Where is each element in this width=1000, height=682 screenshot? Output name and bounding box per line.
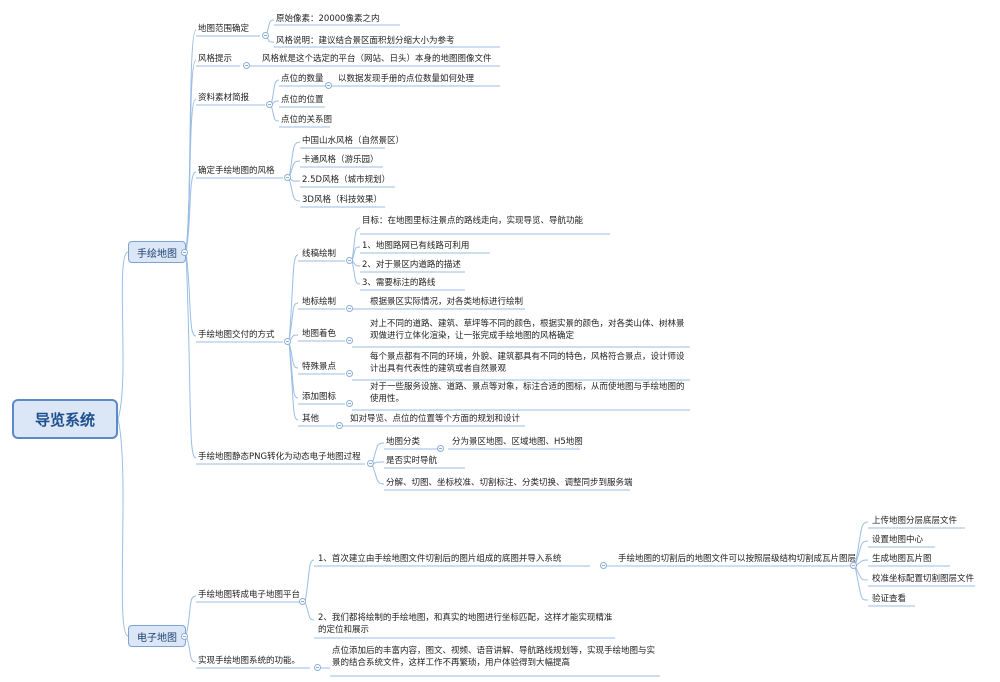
node-special-spot[interactable]: 特殊景点 (302, 362, 337, 372)
collapse-icon[interactable] (181, 633, 188, 640)
collapse-icon[interactable] (346, 257, 353, 264)
collapse-icon[interactable] (262, 32, 269, 39)
collapse-icon[interactable] (346, 370, 353, 377)
node-pixels[interactable]: 原始像素：20000像素之内 (276, 14, 380, 24)
node-line-1[interactable]: 1、地图路网已有线路可利用 (362, 241, 470, 251)
node-style-tip-desc[interactable]: 风格就是这个选定的平台（网站、日头）本身的地图图像文件 (262, 54, 492, 64)
node-map-category-desc[interactable]: 分为景区地图、区域地图、H5地图 (452, 437, 583, 447)
node-material-brief[interactable]: 资料素材简报 (198, 93, 250, 103)
node-first-import[interactable]: 1、首次建立由手绘地图文件切割后的图片组成的底图并导入系统 (318, 554, 562, 564)
node-style-landscape[interactable]: 中国山水风格（自然景区） (302, 136, 405, 146)
node-style-tip[interactable]: 风格提示 (198, 54, 233, 64)
collapse-icon[interactable] (299, 598, 306, 605)
collapse-icon[interactable] (325, 82, 332, 89)
node-delivery[interactable]: 手绘地图交付的方式 (198, 330, 275, 340)
node-platform-convert[interactable]: 手绘地图转成电子地图平台 (198, 590, 301, 600)
collapse-icon[interactable] (181, 249, 188, 256)
node-functions-desc[interactable]: 点位添加后的丰富内容，图文、视频、语音讲解、导航路线规划等，实现手绘地图与实景的… (332, 646, 656, 668)
collapse-icon[interactable] (266, 101, 273, 108)
collapse-icon[interactable] (284, 174, 291, 181)
node-landmark-desc[interactable]: 根据景区实际情况，对各类地标进行绘制 (370, 297, 524, 307)
node-set-center[interactable]: 设置地图中心 (872, 535, 924, 545)
node-line-3[interactable]: 3、需要标注的路线 (362, 278, 436, 288)
collapse-icon[interactable] (346, 337, 353, 344)
node-style-3d[interactable]: 3D风格（科技效果） (302, 195, 382, 205)
collapse-icon[interactable] (437, 445, 444, 452)
collapse-icon[interactable] (336, 422, 343, 429)
branch-hand-drawn-map[interactable]: 手绘地图 (128, 241, 186, 263)
collapse-icon[interactable] (346, 305, 353, 312)
collapse-icon[interactable] (314, 664, 321, 671)
node-tile-layers[interactable]: 手绘地图的切割后的地图文件可以按照层级结构切割成瓦片图层 (618, 554, 857, 564)
node-map-category[interactable]: 地图分类 (386, 437, 421, 447)
collapse-icon[interactable] (367, 460, 374, 467)
node-other-desc[interactable]: 如对导览、点位的位置等个方面的规划和设计 (350, 414, 521, 424)
node-point-count[interactable]: 点位的数量 (281, 74, 324, 84)
node-style-cartoon[interactable]: 卡通风格（游乐园） (302, 155, 379, 165)
node-upload-base[interactable]: 上传地图分层底层文件 (872, 516, 958, 526)
node-point-relation[interactable]: 点位的关系图 (281, 115, 333, 125)
node-style-desc[interactable]: 风格说明：建议结合景区面积划分缩大小为参考 (276, 36, 455, 46)
node-realtime-nav[interactable]: 是否实时导航 (386, 456, 438, 466)
node-coloring[interactable]: 地图着色 (302, 329, 337, 339)
node-gen-tiles[interactable]: 生成地图瓦片图 (872, 554, 932, 564)
node-coloring-desc[interactable]: 对上不同的道路、建筑、草坪等不同的颜色，根据实景的颜色，对各类山体、树林景观做进… (370, 319, 685, 341)
root-node[interactable]: 导览系统 (12, 399, 118, 439)
collapse-icon[interactable] (243, 62, 250, 69)
node-calibrate[interactable]: 校准坐标配置切割图层文件 (872, 574, 975, 584)
node-functions[interactable]: 实现手绘地图系统的功能。 (198, 656, 301, 666)
branch-electronic-map[interactable]: 电子地图 (128, 625, 186, 647)
node-coordinate-match[interactable]: 2、我们都将绘制的手绘地图，和真实的地图进行坐标匹配，这样才能实现精准的定位和展… (318, 613, 613, 635)
node-map-range[interactable]: 地图范围确定 (198, 24, 250, 34)
node-line-draft[interactable]: 线稿绘制 (302, 249, 337, 259)
node-add-icons-desc[interactable]: 对于一些服务设施、道路、景点等对象，标注合适的图标，从而使地图与手绘地图的使用性… (370, 382, 685, 404)
collapse-icon[interactable] (600, 562, 607, 569)
node-point-count-desc[interactable]: 以数据发现手册的点位数量如何处理 (338, 74, 475, 84)
node-slicing-steps[interactable]: 分解、切图、坐标校准、切割标注、分类切换、调整同步到服务端 (386, 478, 633, 488)
node-line-goal[interactable]: 目标：在地图里标注景点的路线走向，实现导览、导航功能 (362, 216, 584, 226)
collapse-icon[interactable] (284, 338, 291, 345)
collapse-icon[interactable] (850, 562, 857, 569)
node-add-icons[interactable]: 添加图标 (302, 392, 337, 402)
node-landmark[interactable]: 地标绘制 (302, 297, 337, 307)
node-other[interactable]: 其他 (302, 414, 320, 424)
node-verify[interactable]: 验证查看 (872, 594, 907, 604)
node-special-spot-desc[interactable]: 每个景点都有不同的环境，外貌、建筑都具有不同的特色，风格符合景点，设计师设计出具… (370, 352, 685, 374)
collapse-icon[interactable] (346, 400, 353, 407)
node-point-position[interactable]: 点位的位置 (281, 95, 324, 105)
node-style-25d[interactable]: 2.5D风格（城市规划） (302, 175, 391, 185)
node-png-convert[interactable]: 手绘地图静态PNG转化为动态电子地图过程 (198, 452, 361, 462)
node-line-2[interactable]: 2、对于景区内道路的描述 (362, 260, 461, 270)
node-style-confirm[interactable]: 确定手绘地图的风格 (198, 166, 275, 176)
